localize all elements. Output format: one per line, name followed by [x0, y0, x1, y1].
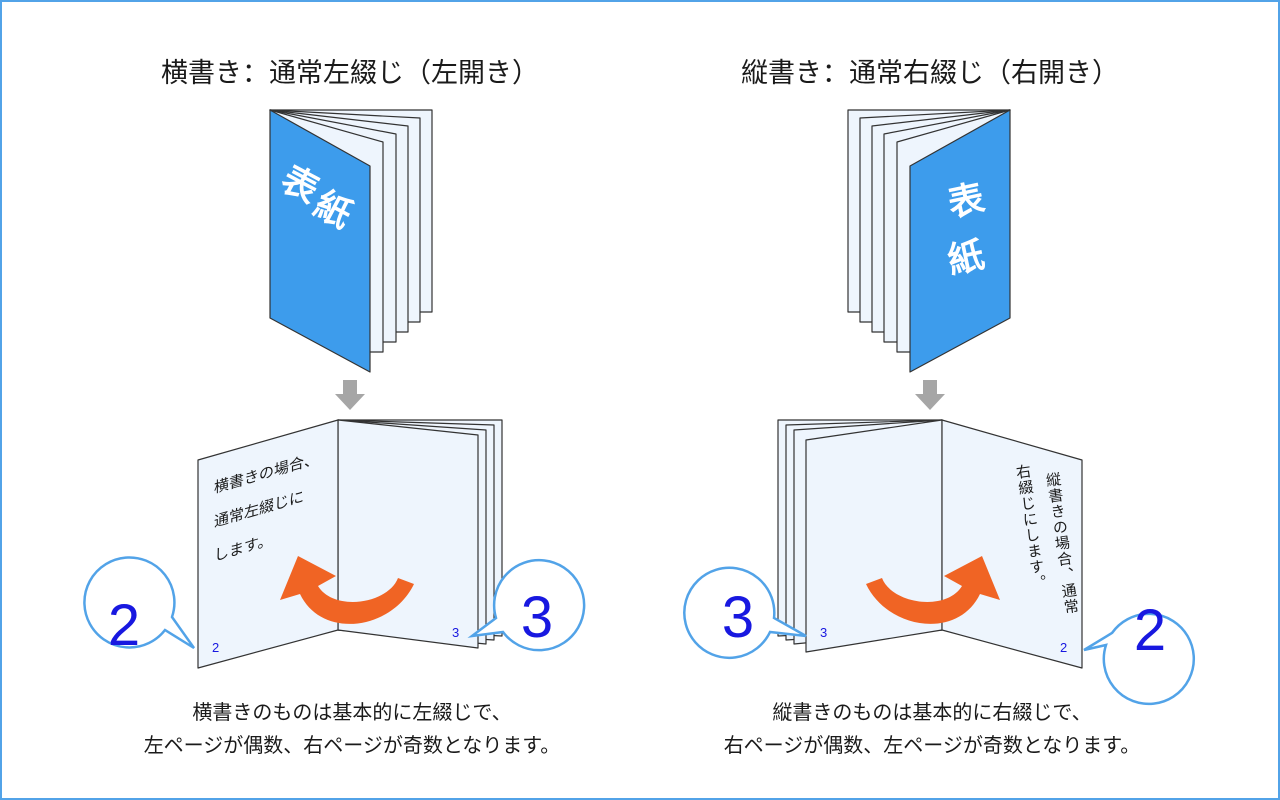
- cover-char: 紙: [944, 235, 988, 283]
- right-page-number: 2: [1060, 640, 1067, 655]
- callout-bubble: [1083, 612, 1196, 706]
- caption-line: 右ページが偶数、左ページが奇数となります。: [724, 733, 1141, 757]
- down-arrow-icon: [915, 380, 945, 410]
- right-page: [941, 419, 1083, 669]
- callout-page-3: 3: [467, 558, 586, 652]
- right-page-number: 3: [452, 625, 459, 640]
- right-panel: 縦書き：通常右綴じ（右開き） 表 紙 縦書きの場合、通常 右綴じにします。: [683, 58, 1196, 757]
- callout-bubble: [83, 556, 196, 650]
- callout-number: 2: [1134, 598, 1166, 663]
- caption-line: 横書きのものは基本的に左綴じで、: [192, 700, 511, 724]
- callout-page-3: 3: [683, 566, 807, 660]
- page-turn-arrow-icon: [866, 556, 1000, 624]
- callout-number: 3: [521, 585, 553, 650]
- left-page-number: 2: [212, 640, 219, 655]
- right-closed-book: 表 紙: [847, 109, 1011, 373]
- callout-bubble: [467, 558, 586, 652]
- callout-number: 2: [108, 593, 140, 658]
- left-panel-title: 横書き：通常左綴じ（左開き）: [161, 58, 539, 89]
- right-panel-title: 縦書き：通常右綴じ（右開き）: [741, 58, 1119, 89]
- caption-line: 縦書きのものは基本的に右綴じで、: [772, 700, 1091, 724]
- caption-line: 左ページが偶数、右ページが奇数となります。: [144, 733, 561, 757]
- callout-page-2: 2: [83, 556, 196, 658]
- front-cover: [909, 109, 1011, 373]
- left-closed-book: 表 紙: [269, 109, 433, 373]
- callout-page-2: 2: [1083, 598, 1196, 706]
- right-open-book: 縦書きの場合、通常 右綴じにします。 3 2: [777, 419, 1083, 669]
- front-cover: [269, 109, 371, 373]
- down-arrow-icon: [335, 380, 365, 410]
- cover-char: 表: [944, 178, 988, 226]
- callout-number: 3: [722, 585, 754, 650]
- left-page: [197, 419, 339, 669]
- callout-bubble: [683, 566, 807, 660]
- page-turn-arrow-icon: [280, 556, 414, 624]
- left-page-number: 3: [820, 625, 827, 640]
- left-panel: 横書き：通常左綴じ（左開き） 表 紙 横書きの場合、 通常左綴じに します。: [83, 58, 586, 757]
- left-open-book: 横書きの場合、 通常左綴じに します。 2 3: [197, 419, 503, 669]
